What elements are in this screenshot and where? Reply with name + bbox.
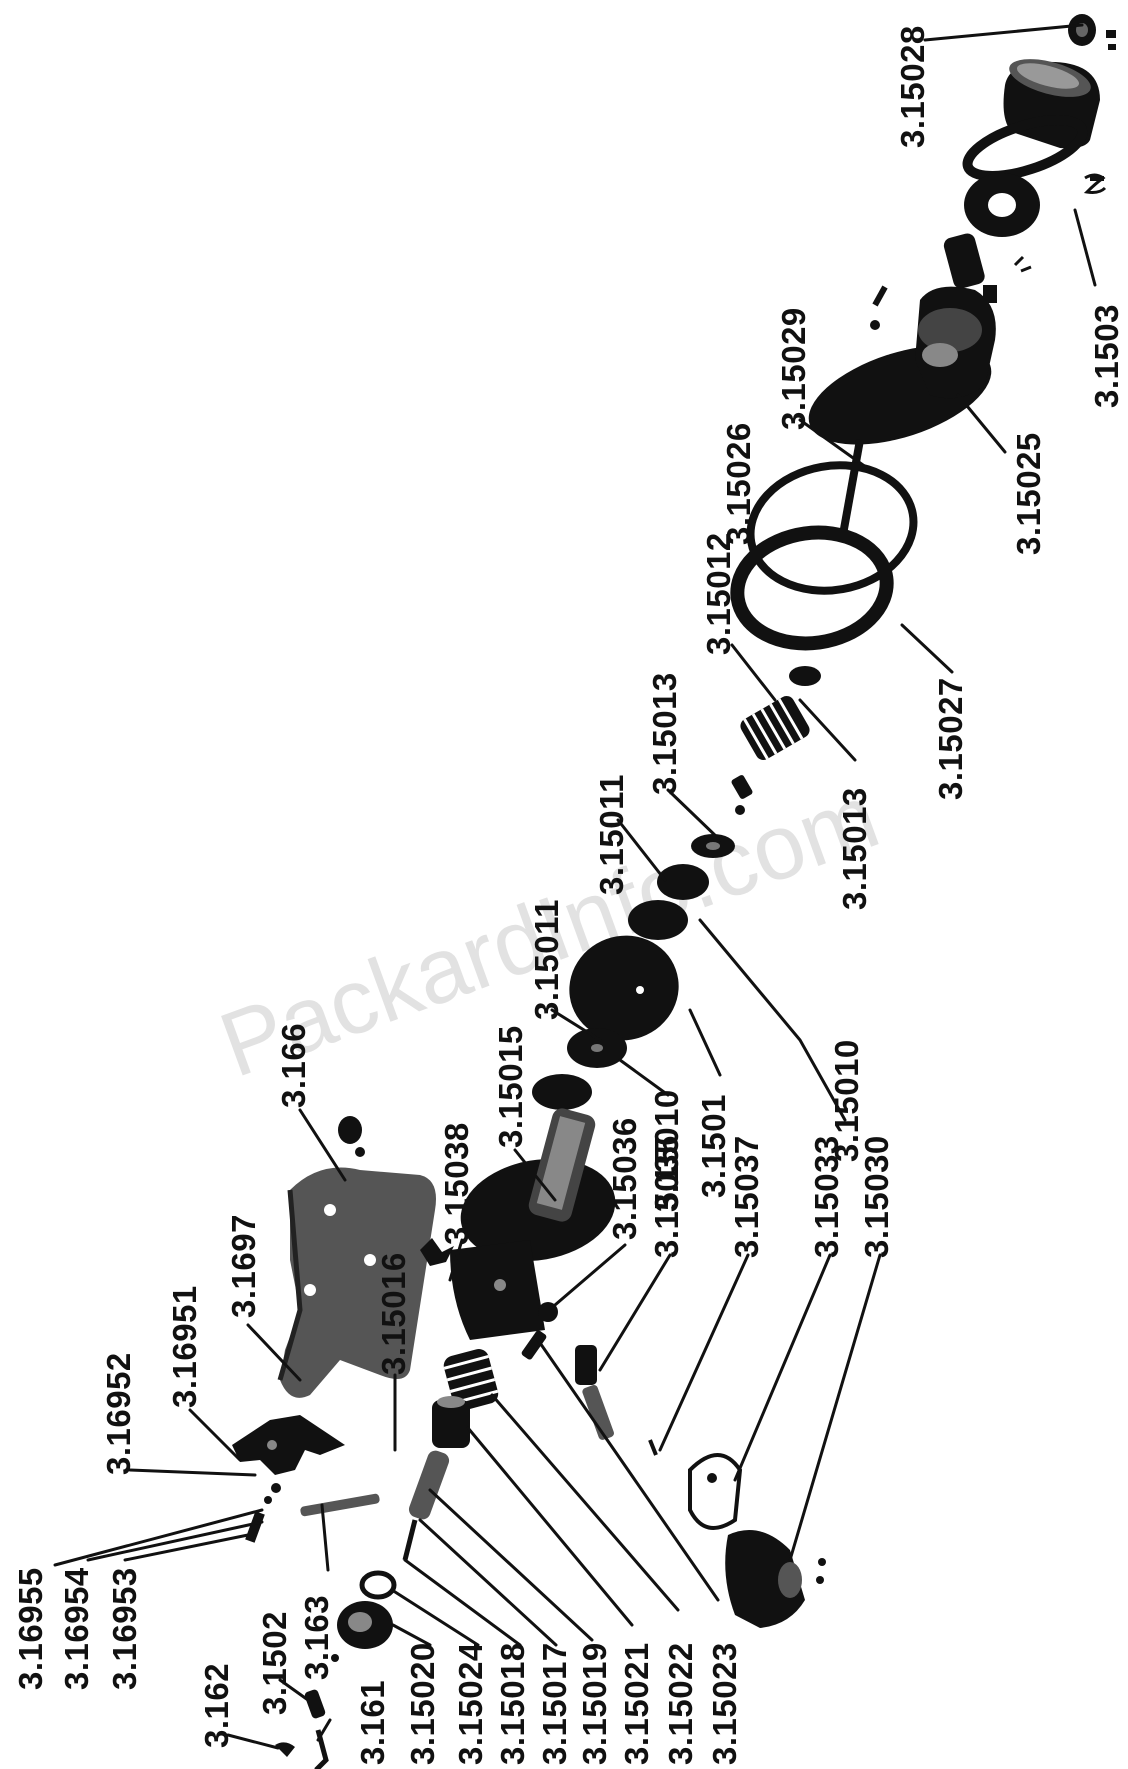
part-label-3-15010: 3.15010 xyxy=(828,1039,865,1162)
part-label-3-15020: 3.15020 xyxy=(404,1642,441,1765)
part-label-3-15023: 3.15023 xyxy=(706,1642,743,1765)
washer-part xyxy=(532,1074,592,1110)
link-part xyxy=(314,1729,329,1769)
part-label-3-15022: 3.15022 xyxy=(662,1642,699,1765)
check-valve-ball-part xyxy=(521,1302,558,1360)
part-label-3-16953: 3.16953 xyxy=(106,1567,143,1690)
part-label-3-1697: 3.1697 xyxy=(225,1214,262,1318)
part-label-3-166: 3.166 xyxy=(275,1023,312,1108)
part-label-3-16952: 3.16952 xyxy=(100,1352,137,1475)
part-label-3-15012: 3.15012 xyxy=(700,532,737,655)
part-label-3-15025: 3.15025 xyxy=(1010,432,1047,555)
small-screw-part xyxy=(870,285,888,330)
small-pin-part xyxy=(648,1439,658,1456)
small-washer-part xyxy=(789,666,821,686)
part-label-3-16954: 3.16954 xyxy=(58,1567,95,1690)
bail-bolt-part xyxy=(943,233,1032,289)
part-label-3-1503: 3.1503 xyxy=(1088,304,1125,408)
gasket-plate-part xyxy=(688,1453,743,1530)
part-label-3-15035: 3.15035 xyxy=(648,1135,685,1258)
part-label-3-163: 3.163 xyxy=(298,1595,335,1680)
cup-part xyxy=(337,1601,393,1649)
tiny-pin-part xyxy=(331,1654,339,1662)
part-label-3-15038: 3.15038 xyxy=(438,1122,475,1245)
washer-part xyxy=(657,864,709,900)
part-label-3-15037: 3.15037 xyxy=(728,1135,765,1258)
clip-part xyxy=(275,1742,295,1757)
o-ring-part xyxy=(359,1570,397,1600)
part-label-3-15016: 3.15016 xyxy=(375,1252,412,1375)
part-label-3-15028: 3.15028 xyxy=(894,25,931,148)
part-label-3-15018: 3.15018 xyxy=(494,1642,531,1765)
part-label-3-15026: 3.15026 xyxy=(720,422,757,545)
part-label-3-15017: 3.15017 xyxy=(536,1642,573,1765)
bail-wire-part xyxy=(1083,173,1107,194)
leader-lines xyxy=(53,23,1097,1750)
part-label-3-15036: 3.15036 xyxy=(606,1117,643,1240)
plug-part xyxy=(432,1396,470,1448)
part-label-3-15010: 3.15010 xyxy=(648,1089,685,1212)
part-label-3-15033: 3.15033 xyxy=(808,1135,845,1258)
small-nut-part xyxy=(731,775,753,815)
part-label-3-16951: 3.16951 xyxy=(166,1285,203,1408)
mounting-bracket-part xyxy=(277,1167,436,1398)
part-label-3-15013: 3.15013 xyxy=(646,672,683,795)
part-label-3-162: 3.162 xyxy=(198,1663,235,1748)
pump-body-part xyxy=(808,285,997,445)
valve-cover-part xyxy=(725,1530,826,1628)
diaphragm-part xyxy=(569,935,679,1041)
washer-part xyxy=(567,1028,627,1068)
part-label-3-1502: 3.1502 xyxy=(256,1611,293,1715)
part-label-3-1501: 3.1501 xyxy=(695,1094,732,1198)
part-label-3-15029: 3.15029 xyxy=(775,307,812,430)
part-label-3-15019: 3.15019 xyxy=(576,1642,613,1765)
part-label-3-15021: 3.15021 xyxy=(618,1642,655,1765)
wing-nut-part xyxy=(420,1238,454,1266)
gasket-ring-part xyxy=(962,115,1088,181)
spring-part xyxy=(740,696,810,760)
part-number-labels: 3.15028 3.15029 3.15026 3.15012 3.15013 … xyxy=(12,25,1125,1765)
washer-part xyxy=(628,900,688,940)
part-label-3-16955: 3.16955 xyxy=(12,1567,49,1690)
cotter-pin-part xyxy=(304,1689,326,1719)
part-label-3-15030: 3.15030 xyxy=(858,1135,895,1258)
large-ring-part xyxy=(730,525,894,651)
plunger-rod-part xyxy=(402,1450,450,1561)
washer-part xyxy=(691,834,735,858)
knob-part xyxy=(338,1116,365,1157)
part-label-3-15011: 3.15011 xyxy=(593,774,630,895)
part-label-3-15027: 3.15027 xyxy=(932,677,969,800)
priming-lever-part xyxy=(232,1415,345,1475)
cap-nut-part xyxy=(1068,14,1116,50)
part-label-3-15011: 3.15011 xyxy=(528,899,565,1020)
filter-screen-part xyxy=(964,173,1040,237)
rocker-housing-part xyxy=(450,1108,616,1340)
lever-pin-part xyxy=(245,1483,380,1543)
part-label-3-15015: 3.15015 xyxy=(492,1025,529,1148)
parts xyxy=(232,14,1116,1769)
valve-stem-part xyxy=(575,1345,614,1440)
part-label-3-15024: 3.15024 xyxy=(452,1642,489,1765)
part-label-3-161: 3.161 xyxy=(354,1680,391,1765)
shaft-part xyxy=(838,439,864,541)
part-label-3-15013: 3.15013 xyxy=(836,787,873,910)
